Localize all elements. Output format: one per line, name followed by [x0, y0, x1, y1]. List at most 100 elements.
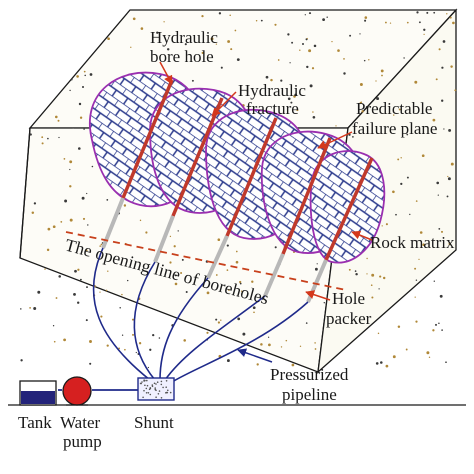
rock-speckle: [72, 127, 74, 129]
rock-speckle: [381, 74, 383, 77]
rock-speckle: [309, 84, 313, 88]
rock-speckle: [100, 315, 103, 318]
rock-speckle: [147, 366, 150, 369]
rock-speckle: [343, 72, 346, 75]
rock-speckle: [291, 363, 295, 367]
rock-speckle: [287, 33, 290, 36]
rock-speckle: [217, 321, 221, 324]
rock-speckle: [201, 51, 204, 55]
rock-speckle: [107, 270, 109, 272]
rock-speckle: [191, 79, 194, 82]
rock-speckle: [78, 102, 82, 106]
pointer-pipeline: [237, 348, 273, 363]
shunt-dot: [165, 380, 168, 382]
rock-speckle: [343, 58, 345, 60]
rock-speckle: [239, 282, 242, 285]
rock-speckle: [446, 195, 449, 198]
rock-speckle: [436, 181, 440, 185]
rock-speckle: [433, 280, 435, 282]
rock-speckle: [435, 78, 438, 81]
rock-speckle: [289, 62, 291, 64]
pointer-failure-plane: [317, 131, 353, 149]
rock-speckle: [183, 339, 186, 342]
rock-speckle: [152, 333, 155, 337]
rock-speckle: [364, 16, 368, 19]
rock-speckle: [389, 22, 392, 24]
rock-speckle: [414, 296, 416, 298]
shunt-dot: [147, 392, 150, 394]
rock-speckle: [450, 162, 454, 166]
rock-speckle: [371, 296, 374, 299]
rock-speckle: [235, 250, 238, 253]
rock-speckle: [439, 294, 443, 298]
rock-speckle: [348, 268, 351, 271]
rock-speckle: [46, 248, 50, 252]
water-pump: [62, 376, 92, 406]
borehole-2-fracture: [171, 97, 224, 217]
rock-speckle: [135, 351, 137, 354]
rock-speckle: [354, 270, 357, 272]
rock-speckle: [304, 14, 306, 16]
rock-speckle: [423, 33, 425, 36]
rock-speckle: [419, 231, 423, 234]
rock-speckle: [77, 268, 80, 271]
fracture-lobe-5: [309, 150, 386, 264]
rock-speckle: [441, 66, 444, 69]
rock-speckle: [418, 258, 420, 261]
rock-speckle: [256, 363, 259, 366]
rock-speckle: [422, 243, 425, 246]
rock-speckle: [265, 75, 269, 79]
rock-speckle: [301, 42, 305, 46]
rock-speckle: [156, 31, 159, 34]
rock-speckle: [349, 34, 352, 37]
rock-speckle: [299, 345, 302, 347]
rock-speckle: [99, 291, 101, 293]
rock-speckle: [77, 301, 80, 304]
rock-speckle: [446, 13, 448, 15]
shunt-dot: [149, 393, 152, 396]
rock-speckle: [138, 342, 142, 345]
rock-speckle: [311, 67, 315, 70]
rock-speckle: [326, 16, 328, 18]
rock-speckle: [55, 297, 58, 299]
rock-speckle: [215, 43, 218, 45]
rock-speckle: [174, 274, 177, 277]
rock-speckle: [418, 21, 421, 24]
shunt-dot: [142, 396, 144, 399]
rock-speckle: [435, 323, 437, 326]
rock-speckle: [267, 336, 270, 338]
rock-speckle: [380, 361, 383, 364]
rock-speckle: [184, 43, 187, 46]
rock-speckle: [438, 48, 441, 51]
rock-speckle: [220, 66, 223, 69]
shunt-dot: [151, 385, 154, 388]
rock-speckle: [375, 362, 379, 365]
label-hole-packer-2: packer: [326, 309, 372, 328]
shunt-dot: [139, 382, 142, 385]
rock-speckle: [441, 99, 444, 102]
shunt-dot: [155, 383, 157, 385]
rock-speckle: [89, 340, 92, 343]
rock-speckle: [69, 160, 73, 164]
fracture-zone: [89, 71, 386, 264]
shunt-dot: [145, 387, 148, 390]
rock-speckle: [395, 213, 397, 216]
rock-speckle: [124, 348, 126, 351]
pipeline-4: [164, 295, 266, 381]
rock-speckle: [121, 334, 124, 336]
rock-speckle: [82, 217, 86, 220]
rock-speckle: [37, 290, 41, 294]
rock-speckle: [274, 23, 277, 26]
shunt-dot: [149, 387, 152, 389]
pointer-fracture: [211, 91, 237, 117]
rock-speckle: [236, 58, 240, 61]
rock-speckle: [291, 41, 294, 44]
label-hydraulic-fracture-2: fracture: [246, 99, 299, 118]
rock-speckle: [215, 318, 218, 321]
rock-speckle: [69, 168, 71, 171]
shunt-dot: [144, 379, 146, 382]
rock-speckle: [260, 19, 263, 22]
tank-water: [21, 391, 55, 404]
rock-speckle: [400, 182, 403, 186]
rock-speckle: [448, 128, 452, 132]
